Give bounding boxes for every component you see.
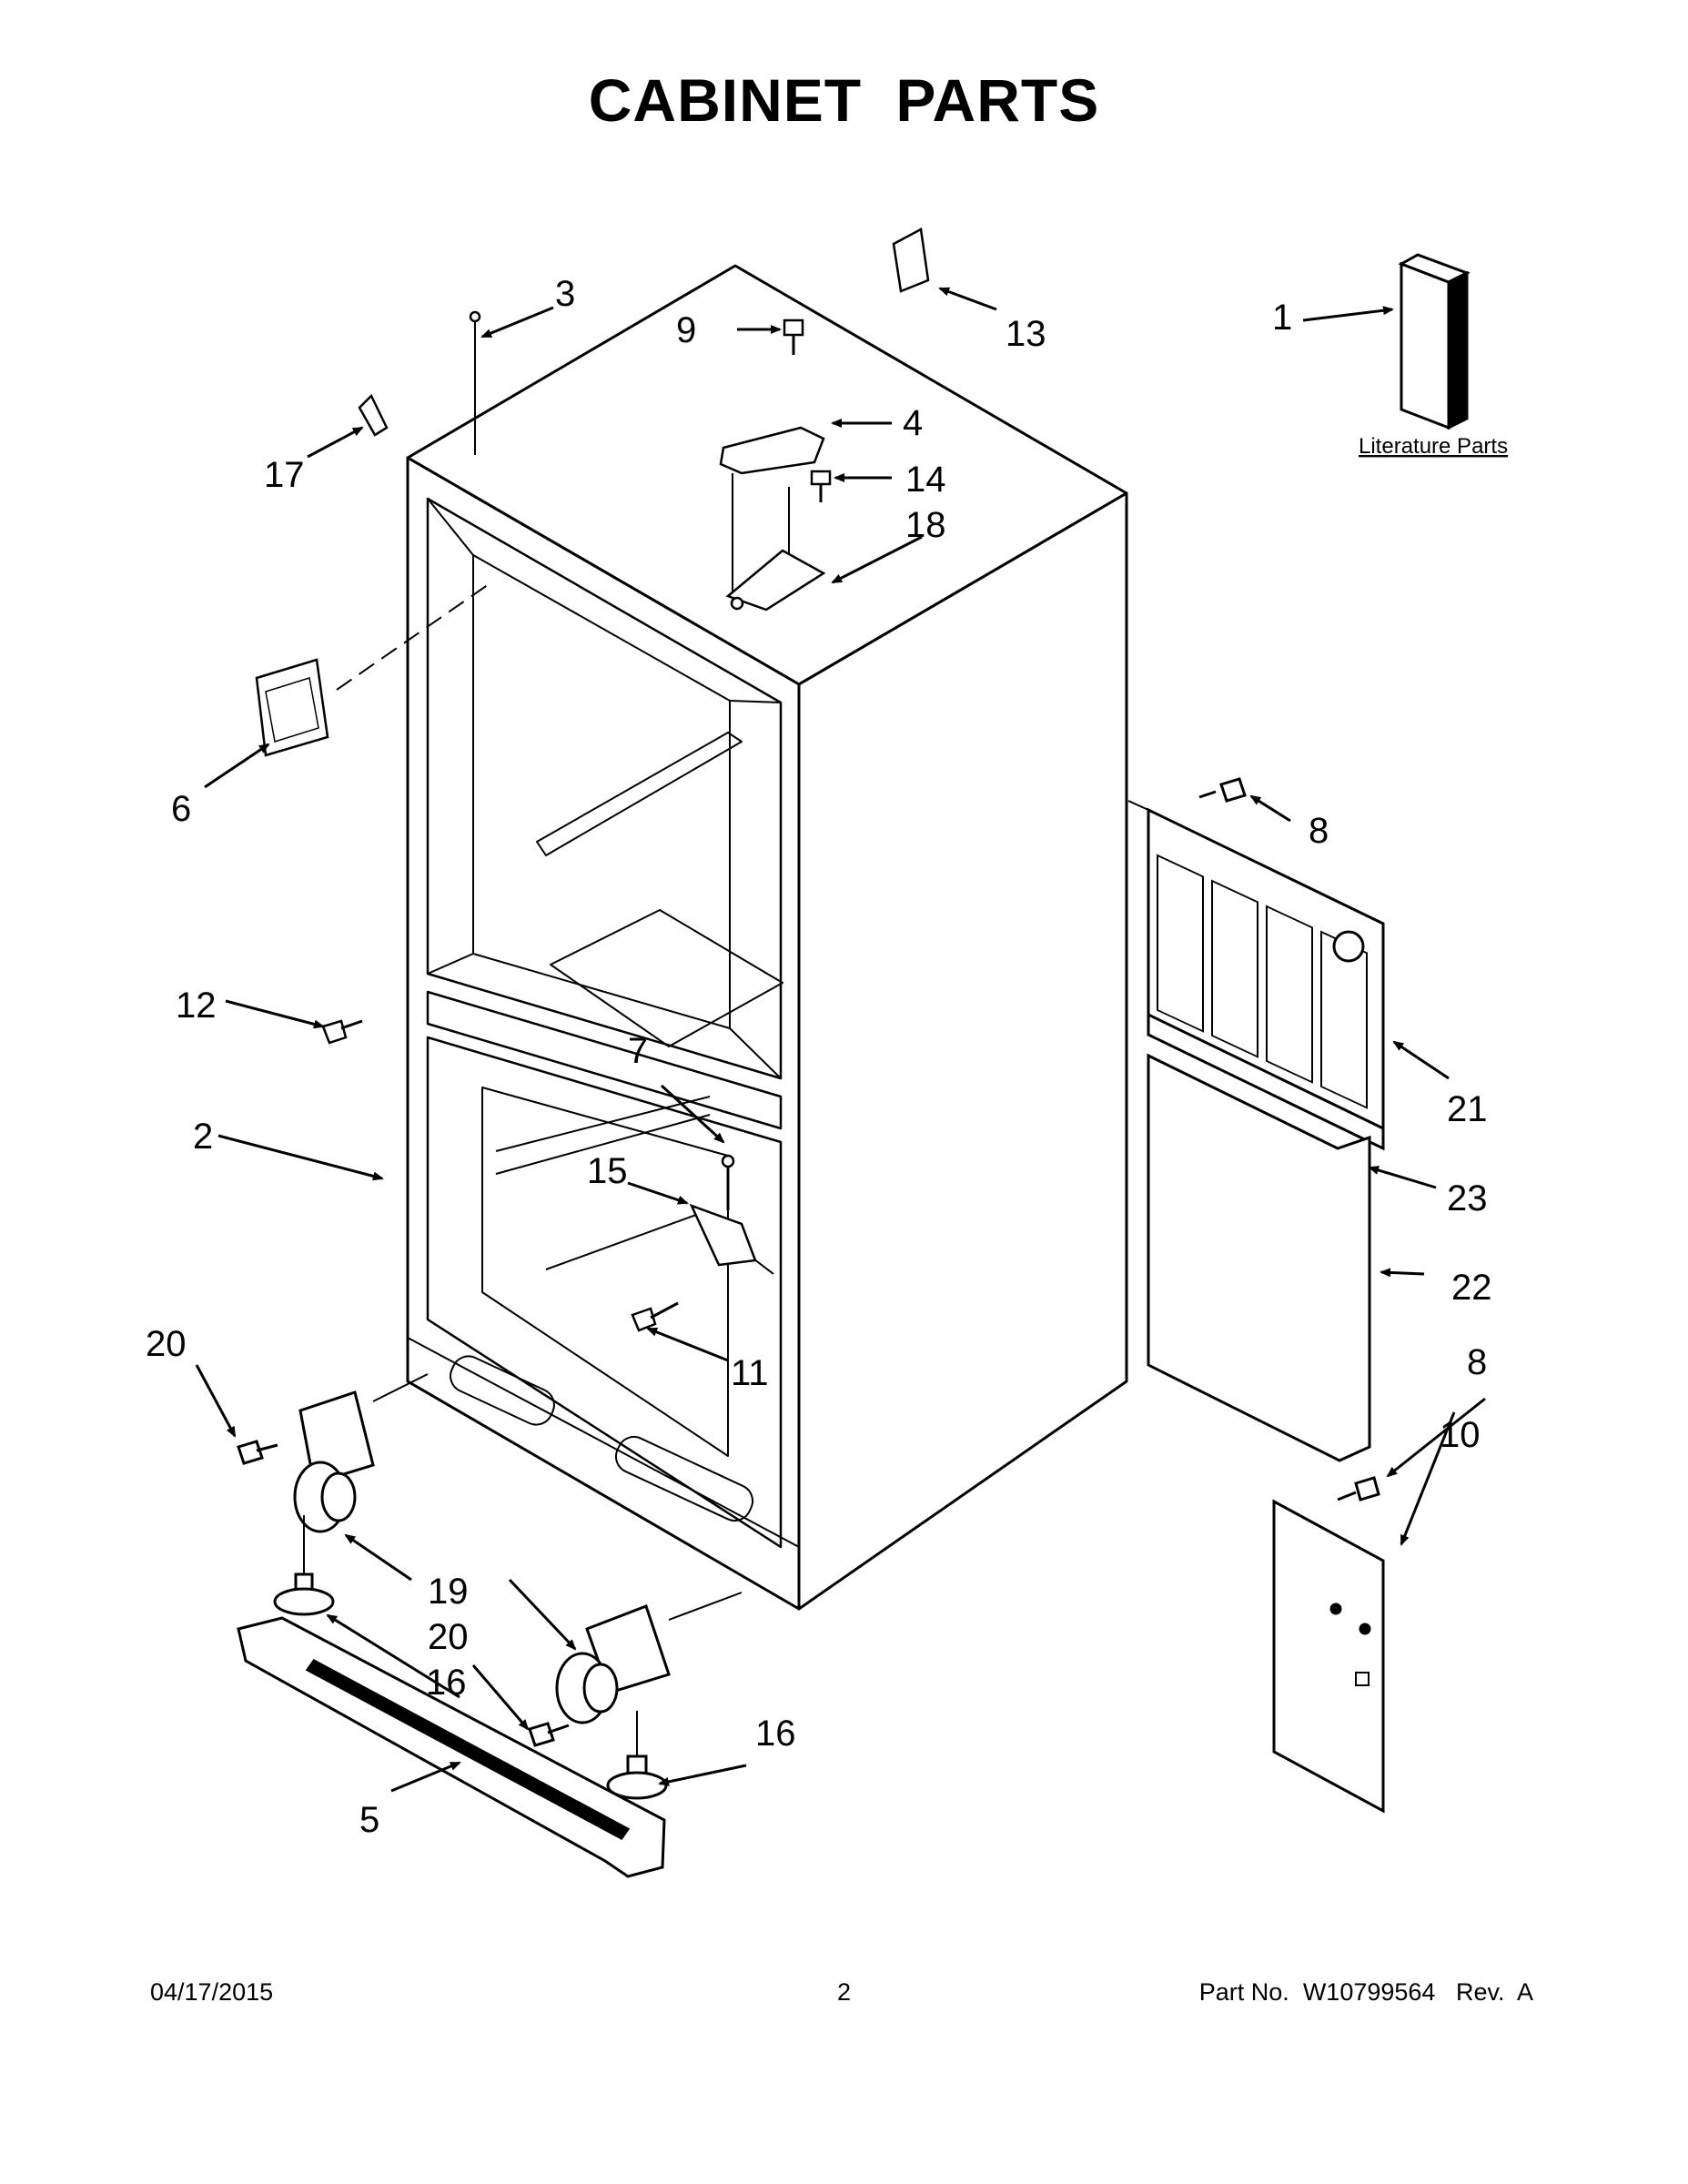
- rear-panels: [1127, 777, 1385, 1462]
- rollers-and-grille: [237, 1373, 743, 1878]
- literature-parts-label: Literature Parts: [1359, 434, 1508, 459]
- rev-label: Rev.: [1455, 1978, 1505, 2006]
- footer-date: 04/17/2015: [150, 1978, 274, 2006]
- callout-2: 2: [193, 1117, 213, 1157]
- part-label: Part No.: [1198, 1978, 1289, 2006]
- callout-3: 3: [555, 274, 575, 314]
- callout-16-right: 16: [755, 1714, 796, 1754]
- callout-6: 6: [171, 789, 191, 829]
- literature-book: [1398, 253, 1471, 430]
- callout-10: 10: [1440, 1415, 1481, 1455]
- callout-8-top: 8: [1309, 811, 1329, 851]
- callout-13: 13: [1006, 314, 1046, 354]
- cabinet: [406, 264, 1128, 1611]
- callout-17: 17: [264, 455, 305, 495]
- callout-12: 12: [176, 986, 217, 1026]
- leader-lines: [195, 287, 1486, 1793]
- footer-part-info: Part No. W10799564 Rev. A: [1199, 1978, 1533, 2007]
- callout-19: 19: [428, 1572, 469, 1612]
- callout-5: 5: [359, 1800, 379, 1840]
- callout-20-right: 20: [428, 1617, 469, 1657]
- callout-14: 14: [905, 460, 946, 500]
- callout-20-left: 20: [146, 1324, 187, 1364]
- callout-1: 1: [1272, 298, 1292, 338]
- access-panel: [1272, 1476, 1385, 1814]
- page-title: CABINET PARTS: [588, 66, 1100, 134]
- part-number: W10799564: [1302, 1978, 1436, 2006]
- callout-23: 23: [1447, 1178, 1488, 1218]
- callout-4: 4: [903, 403, 923, 443]
- rev-value: A: [1516, 1978, 1533, 2006]
- small-parts: [255, 228, 930, 1332]
- callout-16-left: 16: [426, 1663, 467, 1703]
- callout-8-bottom: 8: [1467, 1342, 1487, 1382]
- callout-9: 9: [676, 310, 696, 350]
- callout-7: 7: [628, 1031, 648, 1071]
- callout-22: 22: [1451, 1268, 1492, 1308]
- callout-21: 21: [1447, 1089, 1488, 1129]
- callout-labels: 1 2 3 4 5 6 7 8 8 9 10 11 12 13 14 15 16…: [146, 274, 1508, 1840]
- callout-11: 11: [731, 1353, 769, 1393]
- callout-15: 15: [587, 1151, 628, 1191]
- footer-page-number: 2: [836, 1978, 852, 2006]
- callout-18: 18: [905, 505, 946, 545]
